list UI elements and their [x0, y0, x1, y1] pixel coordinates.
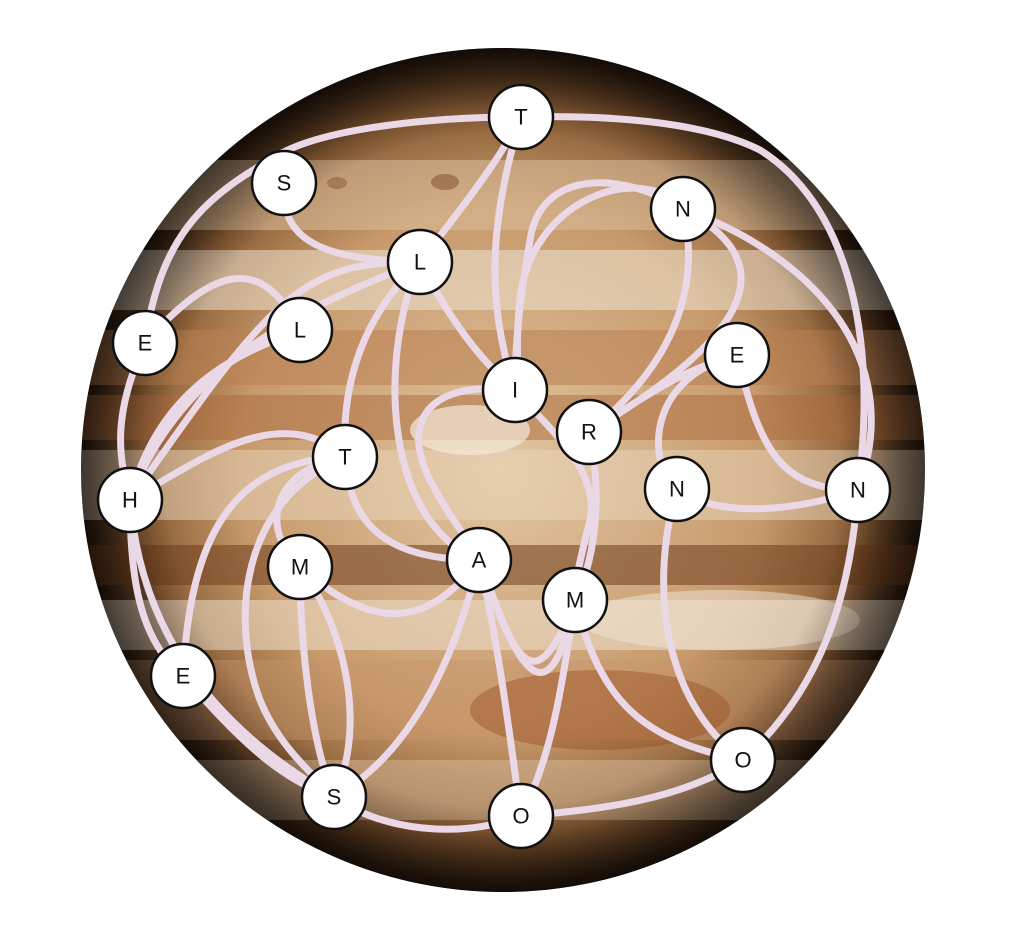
- letter-node-t-top[interactable]: T: [487, 83, 555, 151]
- edge: [739, 486, 862, 764]
- node-letter: O: [512, 804, 529, 829]
- letter-node-t-middle[interactable]: T: [311, 423, 379, 491]
- node-letter: M: [566, 588, 584, 613]
- edge: [126, 258, 424, 504]
- node-letter: H: [122, 488, 138, 513]
- node-letter: N: [669, 477, 685, 502]
- letter-node-o-bottom[interactable]: O: [487, 782, 555, 850]
- node-letter: O: [734, 748, 751, 773]
- node-letter: R: [581, 420, 597, 445]
- letter-node-a-center[interactable]: A: [445, 526, 513, 594]
- letter-node-s-bottom[interactable]: S: [300, 763, 368, 831]
- letter-node-i-center[interactable]: I: [481, 356, 549, 424]
- letter-node-l-left[interactable]: L: [266, 296, 334, 364]
- node-letter: T: [338, 445, 351, 470]
- node-letter: S: [277, 171, 292, 196]
- letter-node-n-center-right[interactable]: N: [643, 455, 711, 523]
- node-letter: E: [138, 331, 153, 356]
- letter-node-n-upper-right[interactable]: N: [649, 175, 717, 243]
- edge: [391, 258, 483, 564]
- node-letter: S: [327, 785, 342, 810]
- letter-node-e-right[interactable]: E: [703, 321, 771, 389]
- edge: [679, 205, 875, 494]
- node-letter: M: [291, 555, 309, 580]
- letter-node-h-left[interactable]: H: [96, 466, 164, 534]
- node-letter: E: [730, 343, 745, 368]
- node-letter: I: [512, 378, 518, 403]
- node-letter: T: [514, 105, 527, 130]
- letter-node-m-left[interactable]: M: [266, 533, 334, 601]
- node-letter: E: [176, 664, 191, 689]
- letter-node-m-center[interactable]: M: [541, 566, 609, 634]
- letter-node-e-lower-left[interactable]: E: [149, 642, 217, 710]
- letter-node-s-upper-left[interactable]: S: [250, 149, 318, 217]
- node-letter: A: [472, 548, 487, 573]
- edge: [475, 556, 579, 676]
- node-letter: L: [294, 318, 306, 343]
- node-letter: N: [850, 478, 866, 503]
- letter-node-r-center[interactable]: R: [555, 398, 623, 466]
- edge: [491, 113, 525, 394]
- node-letter: N: [675, 197, 691, 222]
- letter-nodes: T S L N E L E I: [96, 83, 892, 850]
- edge: [241, 453, 349, 801]
- letter-node-e-left[interactable]: E: [111, 309, 179, 377]
- letter-node-o-lower-right[interactable]: O: [709, 726, 777, 794]
- edge: [179, 453, 349, 680]
- edge: [511, 184, 687, 394]
- letter-node-l-upper[interactable]: L: [386, 228, 454, 296]
- edge: [571, 596, 747, 764]
- letter-node-n-far-right[interactable]: N: [824, 456, 892, 524]
- edge: [660, 485, 747, 764]
- node-letter: L: [414, 250, 426, 275]
